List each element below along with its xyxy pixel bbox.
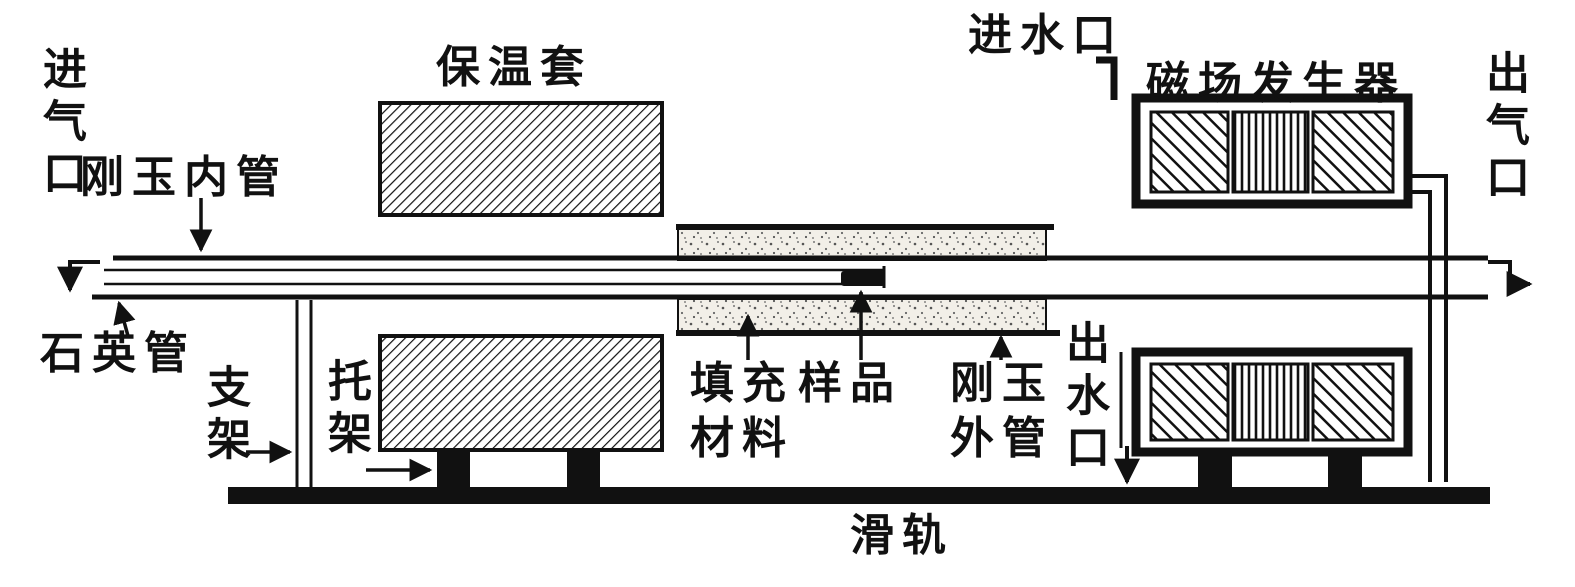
- magnet-bottom-coil-right: [1311, 362, 1395, 442]
- bracket-label: 托架: [321, 358, 370, 462]
- insulation-bottom-block: [378, 334, 664, 452]
- gas-inlet-label: 进气口: [36, 46, 85, 202]
- insulation-jacket-label: 保温套: [436, 43, 592, 92]
- gas-outlet-arrow: [1488, 260, 1533, 297]
- slide-rail-bar: [228, 487, 1490, 504]
- magnet-top-coil-left: [1149, 110, 1230, 194]
- bracket-leg-right: [567, 450, 600, 488]
- water-outlet-label: 出水口: [1059, 320, 1108, 476]
- sample-label: 样品: [798, 359, 902, 408]
- insulation-top-block: [378, 101, 664, 217]
- slide-rail-label: 滑轨: [850, 511, 954, 560]
- corundum-inner-tube-label: 刚玉内管: [80, 153, 288, 202]
- cooling-pipe-right: [1406, 174, 1448, 482]
- gas-outlet-label: 出气口: [1479, 50, 1528, 206]
- gas-inlet-arrow: [57, 260, 100, 293]
- magnet-leg-right: [1328, 452, 1362, 488]
- quartz-tube-arrow: [113, 300, 136, 337]
- magnet-top-coil-right: [1311, 110, 1395, 194]
- support-stand: [295, 300, 313, 487]
- magnet-bottom-coil-left: [1149, 362, 1230, 442]
- bracket-leg-left: [437, 450, 470, 488]
- magnet-top-unit: [1131, 93, 1413, 209]
- corundum-outer-tube-label: 刚玉 外管: [950, 359, 1054, 463]
- magnet-bottom-unit: [1131, 347, 1413, 488]
- filling-material-top-band: [677, 228, 1047, 261]
- water-inlet-label: 进水口: [968, 11, 1124, 60]
- filling-material-label: 填充 材料: [690, 359, 794, 463]
- magnet-top-core: [1231, 110, 1310, 194]
- quartz-tube-label: 石英管: [40, 329, 196, 378]
- magnet-leg-left: [1198, 452, 1232, 488]
- water-inlet-pipe: [1096, 56, 1118, 100]
- water-outlet-pipe: [1114, 352, 1140, 485]
- magnetic-field-generator-label: 磁场发生器: [1146, 59, 1406, 108]
- sample-rod: [841, 271, 885, 286]
- tube-assembly: [92, 255, 1488, 300]
- support-label: 支架: [200, 364, 249, 468]
- magnet-bottom-core: [1231, 362, 1310, 442]
